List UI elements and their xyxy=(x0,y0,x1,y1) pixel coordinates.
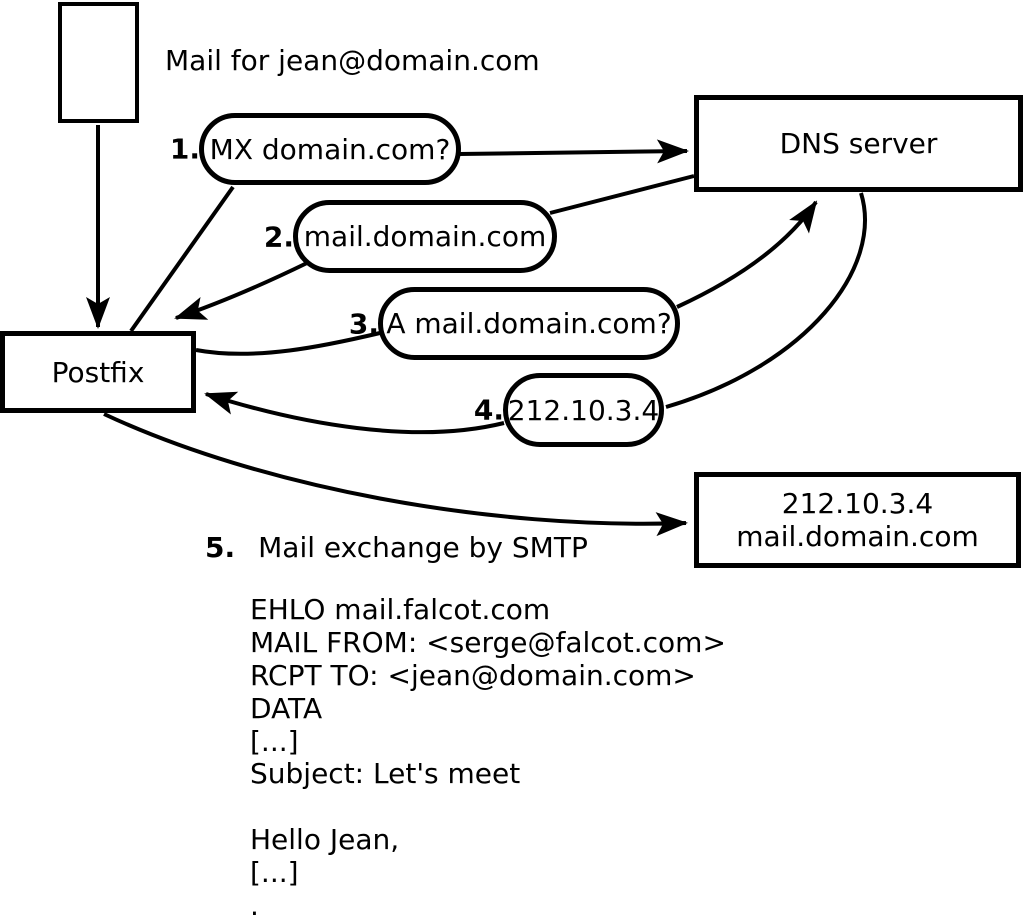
smtp-line: [...] xyxy=(250,724,299,758)
step-1-number: 1. xyxy=(169,132,200,166)
postfix-node: Postfix xyxy=(0,331,196,413)
smtp-line: DATA xyxy=(250,691,323,725)
query-a-label: A mail.domain.com? xyxy=(386,307,672,340)
smtp-line: [...] xyxy=(250,856,299,890)
arrow-mx-query-to-dns xyxy=(458,139,689,164)
line-dns-to-a-answer xyxy=(665,192,867,409)
arrow-postfix-to-mailserver xyxy=(103,412,688,537)
dns-server-node: DNS server xyxy=(694,95,1023,192)
smtp-line: . xyxy=(250,889,259,919)
smtp-line: EHLO mail.falcot.com xyxy=(250,593,551,626)
answer-a-pill: 4. 212.10.3.4 xyxy=(474,373,664,447)
smtp-line: MAIL FROM: <serge@falcot.com> xyxy=(250,625,726,659)
mail-message-box xyxy=(58,2,139,123)
step-5-label: 5. Mail exchange by SMTP xyxy=(205,531,588,564)
answer-mx-label: mail.domain.com xyxy=(303,220,547,253)
line-postfix-to-a-query xyxy=(195,331,381,356)
smtp-line: RCPT TO: <jean@domain.com> xyxy=(250,658,696,692)
line-postfix-to-mx-query xyxy=(129,185,235,333)
step-2-number: 2. xyxy=(263,220,294,253)
smtp-session-block: EHLO mail.falcot.com MAIL FROM: <serge@f… xyxy=(250,593,726,919)
query-mx-pill: 1. MX domain.com? xyxy=(170,113,461,185)
smtp-line: Subject: Let's meet xyxy=(250,757,521,791)
answer-a-label: 212.10.3.4 xyxy=(507,393,660,427)
arrow-a-query-to-dns xyxy=(676,200,818,309)
step-5-number: 5. xyxy=(205,531,236,564)
mail-server-node: 212.10.3.4 mail.domain.com xyxy=(694,472,1021,568)
mail-server-hostname: mail.domain.com xyxy=(736,520,979,553)
arrow-a-answer-to-postfix xyxy=(204,391,505,435)
step-3-number: 3. xyxy=(348,307,379,340)
arrow-mx-answer-to-postfix xyxy=(174,261,308,320)
query-a-pill: 3. A mail.domain.com? xyxy=(349,287,680,360)
smtp-line xyxy=(250,791,726,824)
step-4-number: 4. xyxy=(473,393,504,427)
mail-for-label: Mail for jean@domain.com xyxy=(165,44,540,77)
query-mx-label: MX domain.com? xyxy=(209,132,451,166)
mail-server-ip: 212.10.3.4 xyxy=(781,487,934,520)
line-dns-to-mx-answer xyxy=(549,174,695,215)
step-5-text: Mail exchange by SMTP xyxy=(258,531,588,564)
smtp-line: Hello Jean, xyxy=(250,823,400,857)
answer-mx-pill: 2. mail.domain.com xyxy=(264,200,557,273)
